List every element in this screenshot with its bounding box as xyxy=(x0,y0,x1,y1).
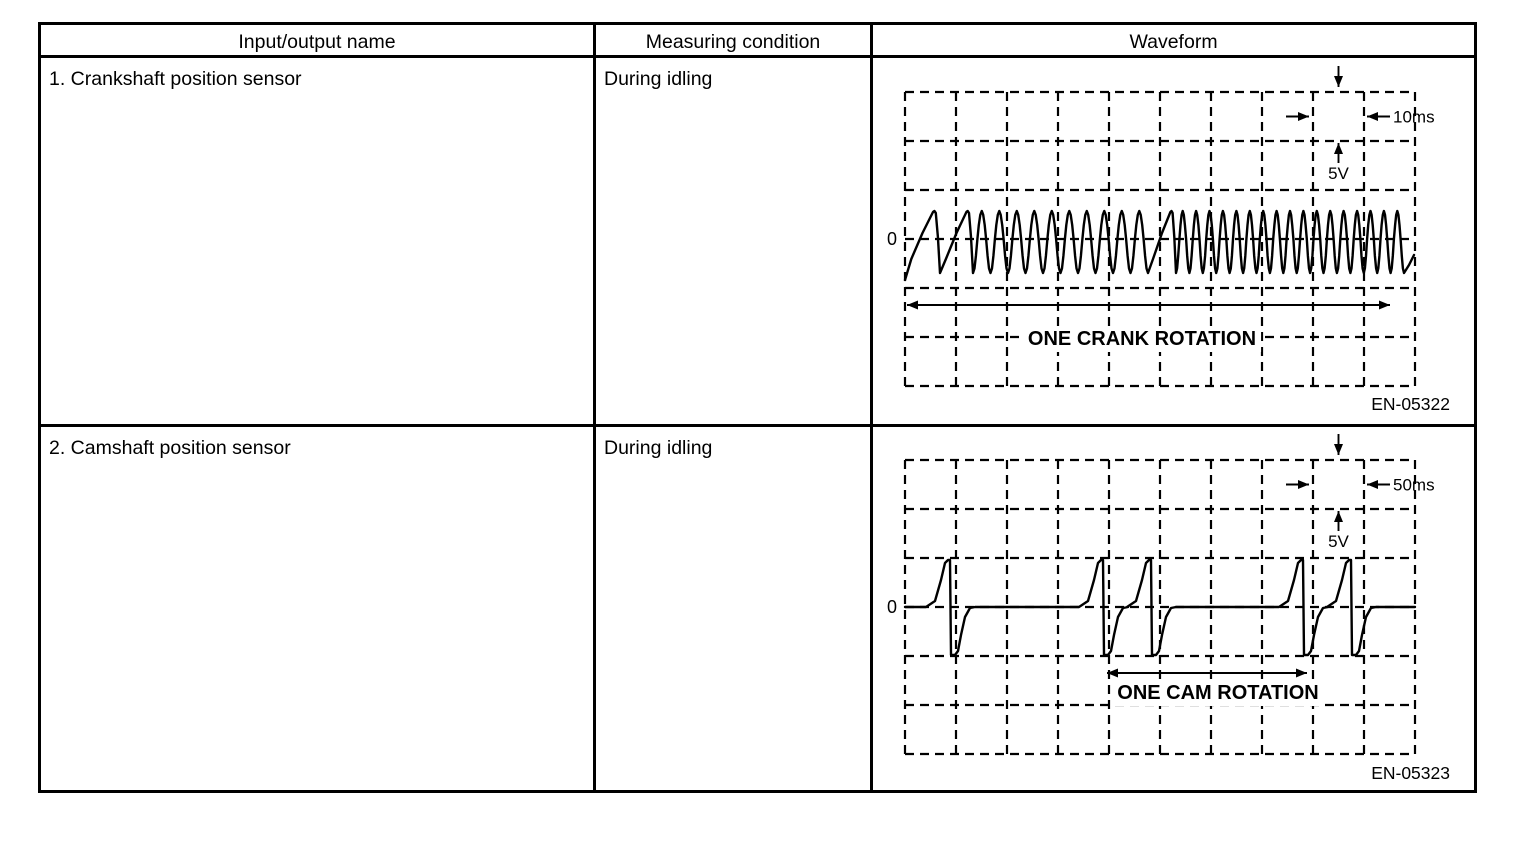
rotation-span-label-bg xyxy=(1022,326,1262,352)
row1-input-output-name: 1. Crankshaft position sensor xyxy=(49,68,302,90)
header-waveform: Waveform xyxy=(1129,31,1218,53)
rotation-span-label: ONE CRANK ROTATION xyxy=(1028,328,1256,350)
figure-id-label: EN-05323 xyxy=(1371,763,1450,783)
rotation-span-label: ONE CAM ROTATION xyxy=(1117,682,1318,704)
rotation-span-arrow xyxy=(1107,668,1307,678)
div-right-left-arrow xyxy=(1367,112,1390,121)
row-separator-border xyxy=(41,424,1474,427)
crank-waveform-figure: 10ms 5V 0EN-05322 ONE CRANK ROTATION xyxy=(887,66,1450,414)
div-volt-up-arrow xyxy=(1334,143,1343,163)
rotation-span-arrow xyxy=(907,300,1390,310)
cam-waveform-figure: 50ms 5V 0EN-05323 ONE CAM ROTATION xyxy=(887,434,1450,783)
row1-measuring-condition: During idling xyxy=(604,68,713,90)
header-bottom-border xyxy=(41,55,1474,58)
div-left-right-arrow xyxy=(1286,112,1309,121)
cam-waveform-trace xyxy=(903,558,1417,657)
figure-id-label: EN-05322 xyxy=(1371,394,1450,414)
row2-input-output-name: 2. Camshaft position sensor xyxy=(49,437,291,459)
volts-per-div-label: 5V xyxy=(1328,532,1349,551)
zero-level-label: 0 xyxy=(887,229,897,249)
header-measuring-condition: Measuring condition xyxy=(645,31,821,53)
rotation-span-label-bg xyxy=(1112,680,1324,706)
volts-per-div-label: 5V xyxy=(1328,164,1349,183)
crank-waveform-trace xyxy=(903,209,1416,282)
time-per-div-label: 50ms xyxy=(1393,476,1435,495)
div-left-right-arrow xyxy=(1286,480,1309,489)
zero-level-label: 0 xyxy=(887,597,897,617)
header-input-output-name: Input/output name xyxy=(238,31,396,53)
sensor-waveform-table: Input/output name Measuring condition Wa… xyxy=(38,22,1477,793)
column-border-2 xyxy=(870,25,873,790)
row2-measuring-condition: During idling xyxy=(604,437,713,459)
column-border-1 xyxy=(593,25,596,790)
div-top-down-arrow xyxy=(1334,66,1343,87)
div-top-down-arrow xyxy=(1334,434,1343,455)
div-volt-up-arrow xyxy=(1334,511,1343,531)
div-right-left-arrow xyxy=(1367,480,1390,489)
time-per-div-label: 10ms xyxy=(1393,108,1435,127)
